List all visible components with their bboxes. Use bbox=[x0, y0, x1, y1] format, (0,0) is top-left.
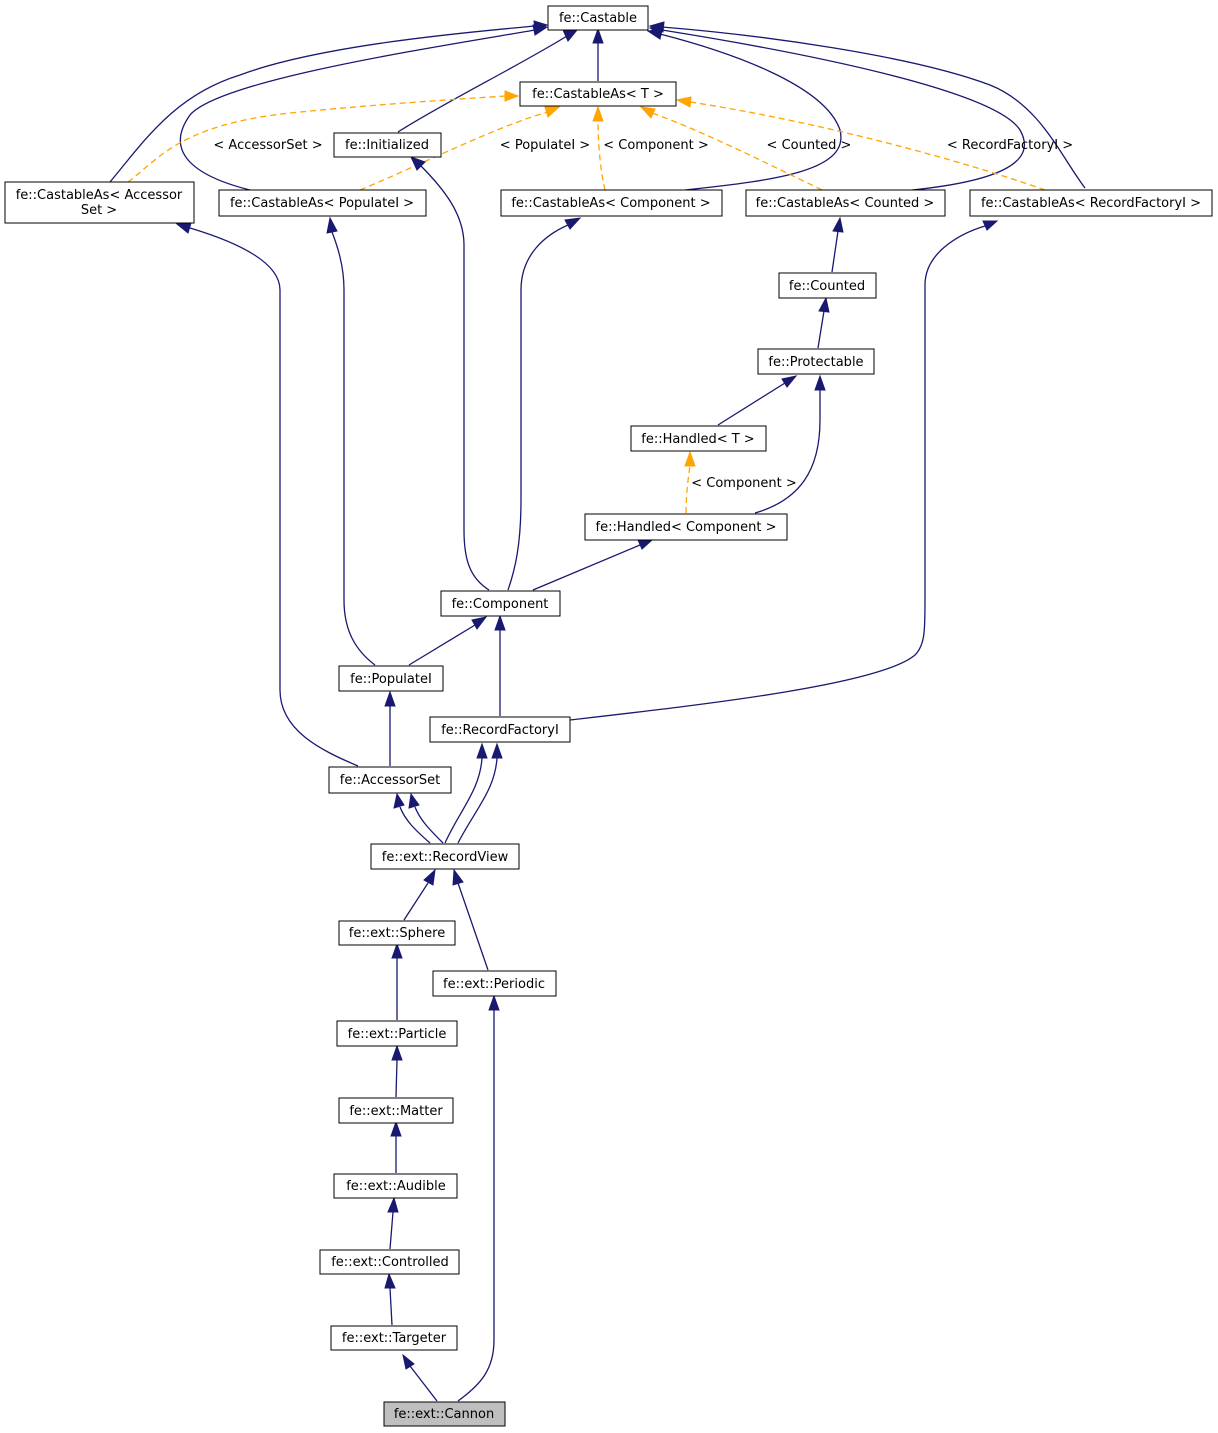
node-controlled-label: fe::ext::Controlled bbox=[331, 1255, 449, 1270]
edge-castableas-populatei-to-castable bbox=[179, 24, 549, 191]
node-handled-t-label: fe::Handled< T > bbox=[641, 432, 754, 447]
node-castable-as-accessorset-label-2: Set > bbox=[81, 203, 117, 218]
node-sphere-label: fe::ext::Sphere bbox=[349, 926, 445, 941]
node-controlled[interactable]: fe::ext::Controlled bbox=[319, 1249, 460, 1275]
node-castable-as-t-label: fe::CastableAs< T > bbox=[532, 87, 664, 102]
node-castable-as-component-label: fe::CastableAs< Component > bbox=[511, 196, 710, 211]
edge-recordfactoryi-to-castableas-recordfactoryi bbox=[569, 220, 999, 721]
edge-particle-to-sphere bbox=[391, 942, 403, 1020]
edge-controlled-to-audible bbox=[387, 1196, 399, 1250]
node-initialized[interactable]: fe::Initialized bbox=[333, 132, 442, 158]
node-particle[interactable]: fe::ext::Particle bbox=[336, 1020, 458, 1047]
edge-handled-component-to-protectable bbox=[754, 374, 826, 514]
edge-label-recordfactoryi: < RecordFactoryI > bbox=[947, 138, 1073, 153]
node-counted[interactable]: fe::Counted bbox=[778, 272, 877, 299]
node-recordview-label: fe::ext::RecordView bbox=[382, 850, 509, 865]
edge-label-counted: < Counted > bbox=[767, 138, 852, 153]
edge-castableas-counted-to-castableas-t bbox=[639, 106, 823, 191]
node-recordview[interactable]: fe::ext::RecordView bbox=[370, 843, 520, 870]
edge-audible-to-matter bbox=[390, 1120, 402, 1173]
node-audible[interactable]: fe::ext::Audible bbox=[333, 1173, 458, 1199]
node-handled-component[interactable]: fe::Handled< Component > bbox=[584, 513, 788, 541]
edge-castableas-component-to-castableas-t bbox=[592, 105, 606, 191]
edge-handled-t-to-protectable bbox=[717, 375, 798, 426]
edge-handled-component-to-handled-t bbox=[684, 450, 696, 514]
node-periodic-label: fe::ext::Periodic bbox=[443, 977, 545, 992]
edge-matter-to-particle bbox=[391, 1044, 403, 1098]
node-initialized-label: fe::Initialized bbox=[345, 138, 429, 153]
edge-recordview-to-accessorset-2 bbox=[408, 792, 444, 844]
node-protectable-label: fe::Protectable bbox=[768, 355, 863, 370]
edge-counted-to-castableas-counted bbox=[831, 216, 844, 273]
node-handled-component-label: fe::Handled< Component > bbox=[596, 520, 777, 535]
edge-protectable-to-counted bbox=[817, 296, 830, 349]
node-particle-label: fe::ext::Particle bbox=[348, 1027, 447, 1042]
node-periodic[interactable]: fe::ext::Periodic bbox=[432, 970, 557, 997]
edge-castableas-component-to-castable bbox=[646, 28, 842, 191]
edge-castableas-t-to-castable bbox=[592, 27, 604, 81]
node-audible-label: fe::ext::Audible bbox=[346, 1179, 446, 1194]
edge-label-populatei: < PopulateI > bbox=[500, 138, 590, 153]
edge-sphere-to-recordview bbox=[403, 868, 436, 921]
edge-recordfactoryi-to-component bbox=[494, 614, 506, 716]
edge-component-to-initialized bbox=[410, 156, 490, 591]
edge-castableas-accessorset-to-castable bbox=[109, 20, 549, 183]
node-targeter-label: fe::ext::Targeter bbox=[342, 1331, 447, 1346]
node-castable-as-component[interactable]: fe::CastableAs< Component > bbox=[500, 189, 723, 217]
node-accessorset-label: fe::AccessorSet bbox=[340, 773, 440, 788]
node-castable-as-t[interactable]: fe::CastableAs< T > bbox=[519, 81, 677, 107]
node-castable-as-recordfactoryi[interactable]: fe::CastableAs< RecordFactoryI > bbox=[969, 189, 1213, 217]
node-cannon[interactable]: fe::ext::Cannon bbox=[383, 1401, 506, 1427]
edge-castableas-accessorset-to-castableas-t bbox=[127, 90, 520, 183]
edge-accessorset-to-castableas-accessorset bbox=[175, 222, 359, 767]
node-counted-label: fe::Counted bbox=[789, 279, 865, 294]
edge-cannon-to-targeter bbox=[402, 1353, 438, 1402]
edge-recordview-to-accessorset-1 bbox=[393, 792, 431, 844]
node-castable-as-counted-label: fe::CastableAs< Counted > bbox=[756, 196, 935, 211]
node-component[interactable]: fe::Component bbox=[440, 590, 561, 617]
node-castable[interactable]: fe::Castable bbox=[547, 5, 649, 31]
edge-accessorset-to-populatei bbox=[384, 690, 396, 766]
edge-label-accessorset: < AccessorSet > bbox=[213, 138, 322, 153]
edge-castableas-recordfactoryi-to-castableas-t bbox=[675, 96, 1046, 191]
node-castable-as-recordfactoryi-label: fe::CastableAs< RecordFactoryI > bbox=[981, 196, 1201, 211]
node-targeter[interactable]: fe::ext::Targeter bbox=[330, 1325, 458, 1351]
node-protectable[interactable]: fe::Protectable bbox=[757, 348, 875, 375]
edge-castableas-populatei-to-castableas-t bbox=[359, 106, 561, 191]
edge-castableas-recordfactoryi-to-castable bbox=[648, 21, 1086, 189]
node-matter[interactable]: fe::ext::Matter bbox=[338, 1097, 454, 1124]
node-handled-t[interactable]: fe::Handled< T > bbox=[630, 425, 767, 452]
edge-component-to-handled-component bbox=[532, 539, 654, 591]
edge-targeter-to-controlled bbox=[384, 1272, 396, 1326]
node-castable-as-accessorset[interactable]: fe::CastableAs< Accessor Set > bbox=[4, 181, 195, 224]
node-recordfactoryi-label: fe::RecordFactoryI bbox=[441, 723, 559, 738]
edge-cannon-to-periodic bbox=[457, 994, 500, 1402]
edge-recordview-to-recordfactoryi-2 bbox=[457, 742, 503, 844]
node-populatei-label: fe::PopulateI bbox=[350, 672, 432, 687]
node-recordfactoryi[interactable]: fe::RecordFactoryI bbox=[429, 716, 571, 743]
node-castable-as-counted[interactable]: fe::CastableAs< Counted > bbox=[745, 189, 946, 217]
node-castable-as-populatei[interactable]: fe::CastableAs< PopulateI > bbox=[218, 189, 427, 217]
node-populatei[interactable]: fe::PopulateI bbox=[338, 665, 444, 692]
edge-initialized-to-castable bbox=[397, 29, 579, 133]
edge-label-handled-component: < Component > bbox=[691, 476, 797, 491]
node-castable-as-populatei-label: fe::CastableAs< PopulateI > bbox=[230, 196, 414, 211]
node-matter-label: fe::ext::Matter bbox=[349, 1104, 443, 1119]
node-accessorset[interactable]: fe::AccessorSet bbox=[328, 766, 452, 794]
node-sphere[interactable]: fe::ext::Sphere bbox=[338, 920, 456, 946]
node-component-label: fe::Component bbox=[452, 597, 549, 612]
edge-recordview-to-recordfactoryi-1 bbox=[444, 742, 488, 844]
edge-periodic-to-recordview bbox=[452, 868, 489, 971]
edge-populatei-to-castableas-populatei bbox=[326, 216, 376, 666]
edge-component-to-castableas-component bbox=[507, 217, 582, 591]
node-cannon-label: fe::ext::Cannon bbox=[394, 1407, 494, 1422]
node-castable-label: fe::Castable bbox=[559, 11, 637, 26]
edge-label-component: < Component > bbox=[603, 138, 709, 153]
node-castable-as-accessorset-label-1: fe::CastableAs< Accessor bbox=[16, 188, 183, 203]
edge-populatei-to-component bbox=[408, 616, 488, 666]
